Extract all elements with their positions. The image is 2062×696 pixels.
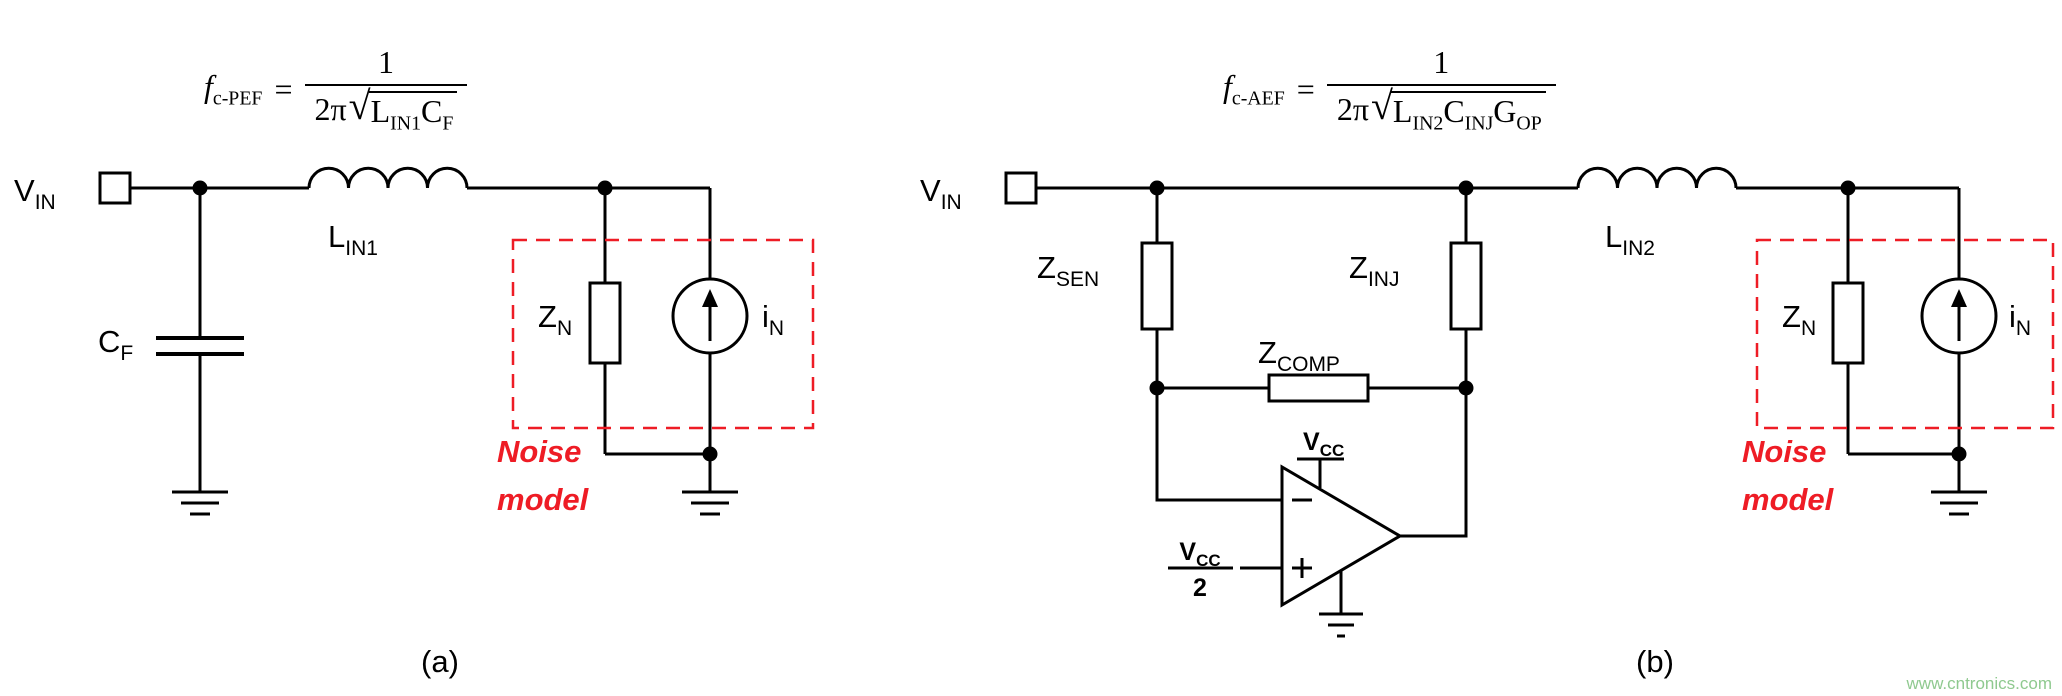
watermark-text: www.cntronics.com (1906, 674, 2052, 693)
vin-terminal-a (98, 171, 132, 205)
opamp-inverting-wire (1155, 388, 1282, 502)
inductor-label-b: LIN2 (1605, 219, 1655, 260)
vin-terminal-b (1004, 171, 1038, 205)
circuit-b: VIN ZSEN ZINJ ZCOMP VCC VCC 2 LIN2 ZN iN… (920, 166, 2055, 679)
sqrt-radical: √LIN1CF (349, 85, 458, 134)
inductor-a (307, 166, 469, 189)
noise-model-text-line1-a: Noise (497, 434, 581, 469)
inductor-label-a: LIN1 (328, 219, 378, 260)
formula-b-fraction: 1 2π√LIN2CINJGOP (1326, 44, 1556, 134)
vcc-half-numerator: VCC (1179, 538, 1220, 570)
zinj-label: ZINJ (1349, 250, 1399, 291)
zn-resistor-b (1831, 281, 1865, 365)
noise-model-box-b (1755, 238, 2055, 430)
formula-a-fvar: fc-PEF (204, 68, 263, 110)
vin-label-a: VIN (14, 173, 56, 214)
sqrt-radical: √LIN2CINJGOP (1371, 85, 1546, 134)
opamp-output-wire (1400, 388, 1468, 538)
zinj-resistor (1449, 241, 1483, 331)
ground-symbol (682, 490, 738, 516)
formula-a-fraction: 1 2π√LIN1CF (304, 44, 468, 134)
vcc-half-denominator: 2 (1193, 574, 1207, 602)
inductor-b (1576, 166, 1738, 189)
formula-b: fc-AEF = 1 2π√LIN2CINJGOP (1223, 44, 1556, 134)
circuit-a: VIN LIN1 CF ZN iN Noise model (a) (14, 166, 815, 679)
current-arrow-head (1951, 289, 1967, 307)
formula-a-equals: = (274, 70, 293, 107)
vcc-label: VCC (1303, 428, 1344, 460)
noise-model-text-line2-a: model (497, 482, 590, 517)
formula-b-fvar: fc-AEF (1223, 68, 1285, 110)
ground-symbol (1319, 612, 1363, 638)
noise-model-box-a (511, 238, 815, 430)
caption-b: (b) (1636, 644, 1674, 679)
zcomp-label: ZCOMP (1258, 335, 1340, 376)
formula-b-equals: = (1296, 70, 1315, 107)
zsen-resistor (1140, 241, 1174, 331)
vin-label-b: VIN (920, 173, 962, 214)
zn-label-a: ZN (538, 299, 572, 340)
formula-a: fc-PEF = 1 2π√LIN1CF (204, 44, 468, 134)
noise-model-text-line2-b: model (1742, 482, 1835, 517)
current-arrow-head (702, 289, 718, 307)
zcomp-resistor (1267, 373, 1370, 403)
isrc-label-a: iN (762, 299, 784, 340)
zn-resistor-a (588, 281, 622, 365)
ground-symbol (1931, 490, 1987, 516)
cap-label-a: CF (98, 324, 133, 365)
noise-model-text-line1-b: Noise (1742, 434, 1826, 469)
caption-a: (a) (421, 644, 459, 679)
isrc-label-b: iN (2009, 299, 2031, 340)
zn-label-b: ZN (1782, 299, 1816, 340)
zsen-label: ZSEN (1037, 250, 1099, 291)
ground-symbol (172, 490, 228, 516)
